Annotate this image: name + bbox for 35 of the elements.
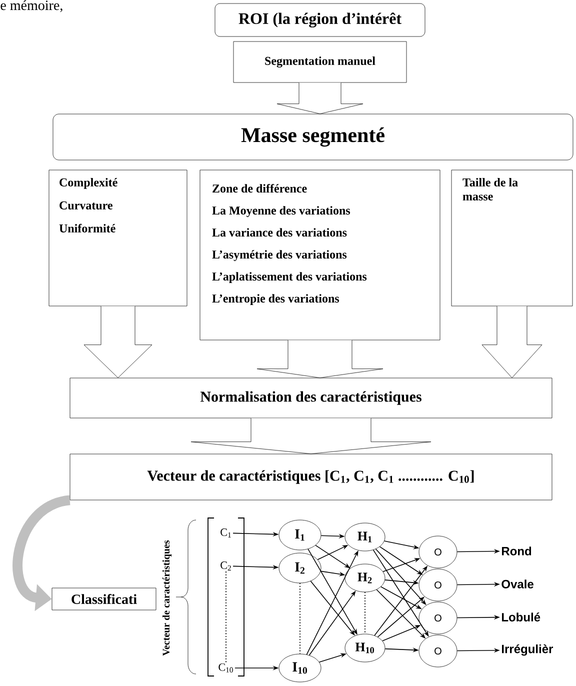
block-arrow [256,340,384,378]
output-neuron: O [418,602,458,634]
feature-label: C$_{1}$ [220,528,231,538]
page-text: e mémoire, [0,0,62,12]
hidden-neuron: H$_{10}$ [344,634,386,662]
block-arrow [190,418,432,454]
output-neuron: O [418,568,458,602]
callout-box: Taille de la masse [451,170,573,306]
process-box: Classificati [52,588,156,610]
input-neuron: I$_{2}$ [278,552,322,584]
dotted-line [299,583,301,654]
output-neuron: O [418,536,458,568]
process-box: Normalisation des caractéristiques [70,378,552,418]
output-neuron: O [418,634,458,668]
title-box: ROI (la région d’intérêt [214,3,426,37]
class-label: Lobulé [502,612,540,622]
class-label: Rond [502,546,532,556]
feature-label: C$_{2}$ [220,562,231,570]
hidden-neuron: H$_{2}$ [344,564,386,592]
callout-box: Segmentation manuel [233,41,407,83]
hidden-neuron: H$_{1}$ [344,522,386,552]
input-neuron: I$_{10}$ [278,654,322,682]
class-label: Irrégulièr [502,644,554,656]
callout-box: Complexité Curvature Uniformité [48,170,188,306]
dotted-line [225,572,227,662]
process-box: Vecteur de caractéristiques [C$_{1}$, C$_{1}$, C$_{1}$ ............ C$_{10}$] [70,454,552,500]
block-arrow [276,82,364,114]
feature-label: C$_{10}$ [218,664,233,672]
input-neuron: I$_{1}$ [278,520,322,550]
class-label: Ovale [502,580,534,588]
block-arrow [84,306,152,378]
process-box: Masse segmenté [52,114,574,160]
block-arrow [482,306,542,378]
dotted-line [364,592,366,634]
callout-box: Zone de différence La Moyenne des variations La variance des variations L’asymétrie des variations L’aplatissement des variations L’entropie des variations [200,170,440,340]
